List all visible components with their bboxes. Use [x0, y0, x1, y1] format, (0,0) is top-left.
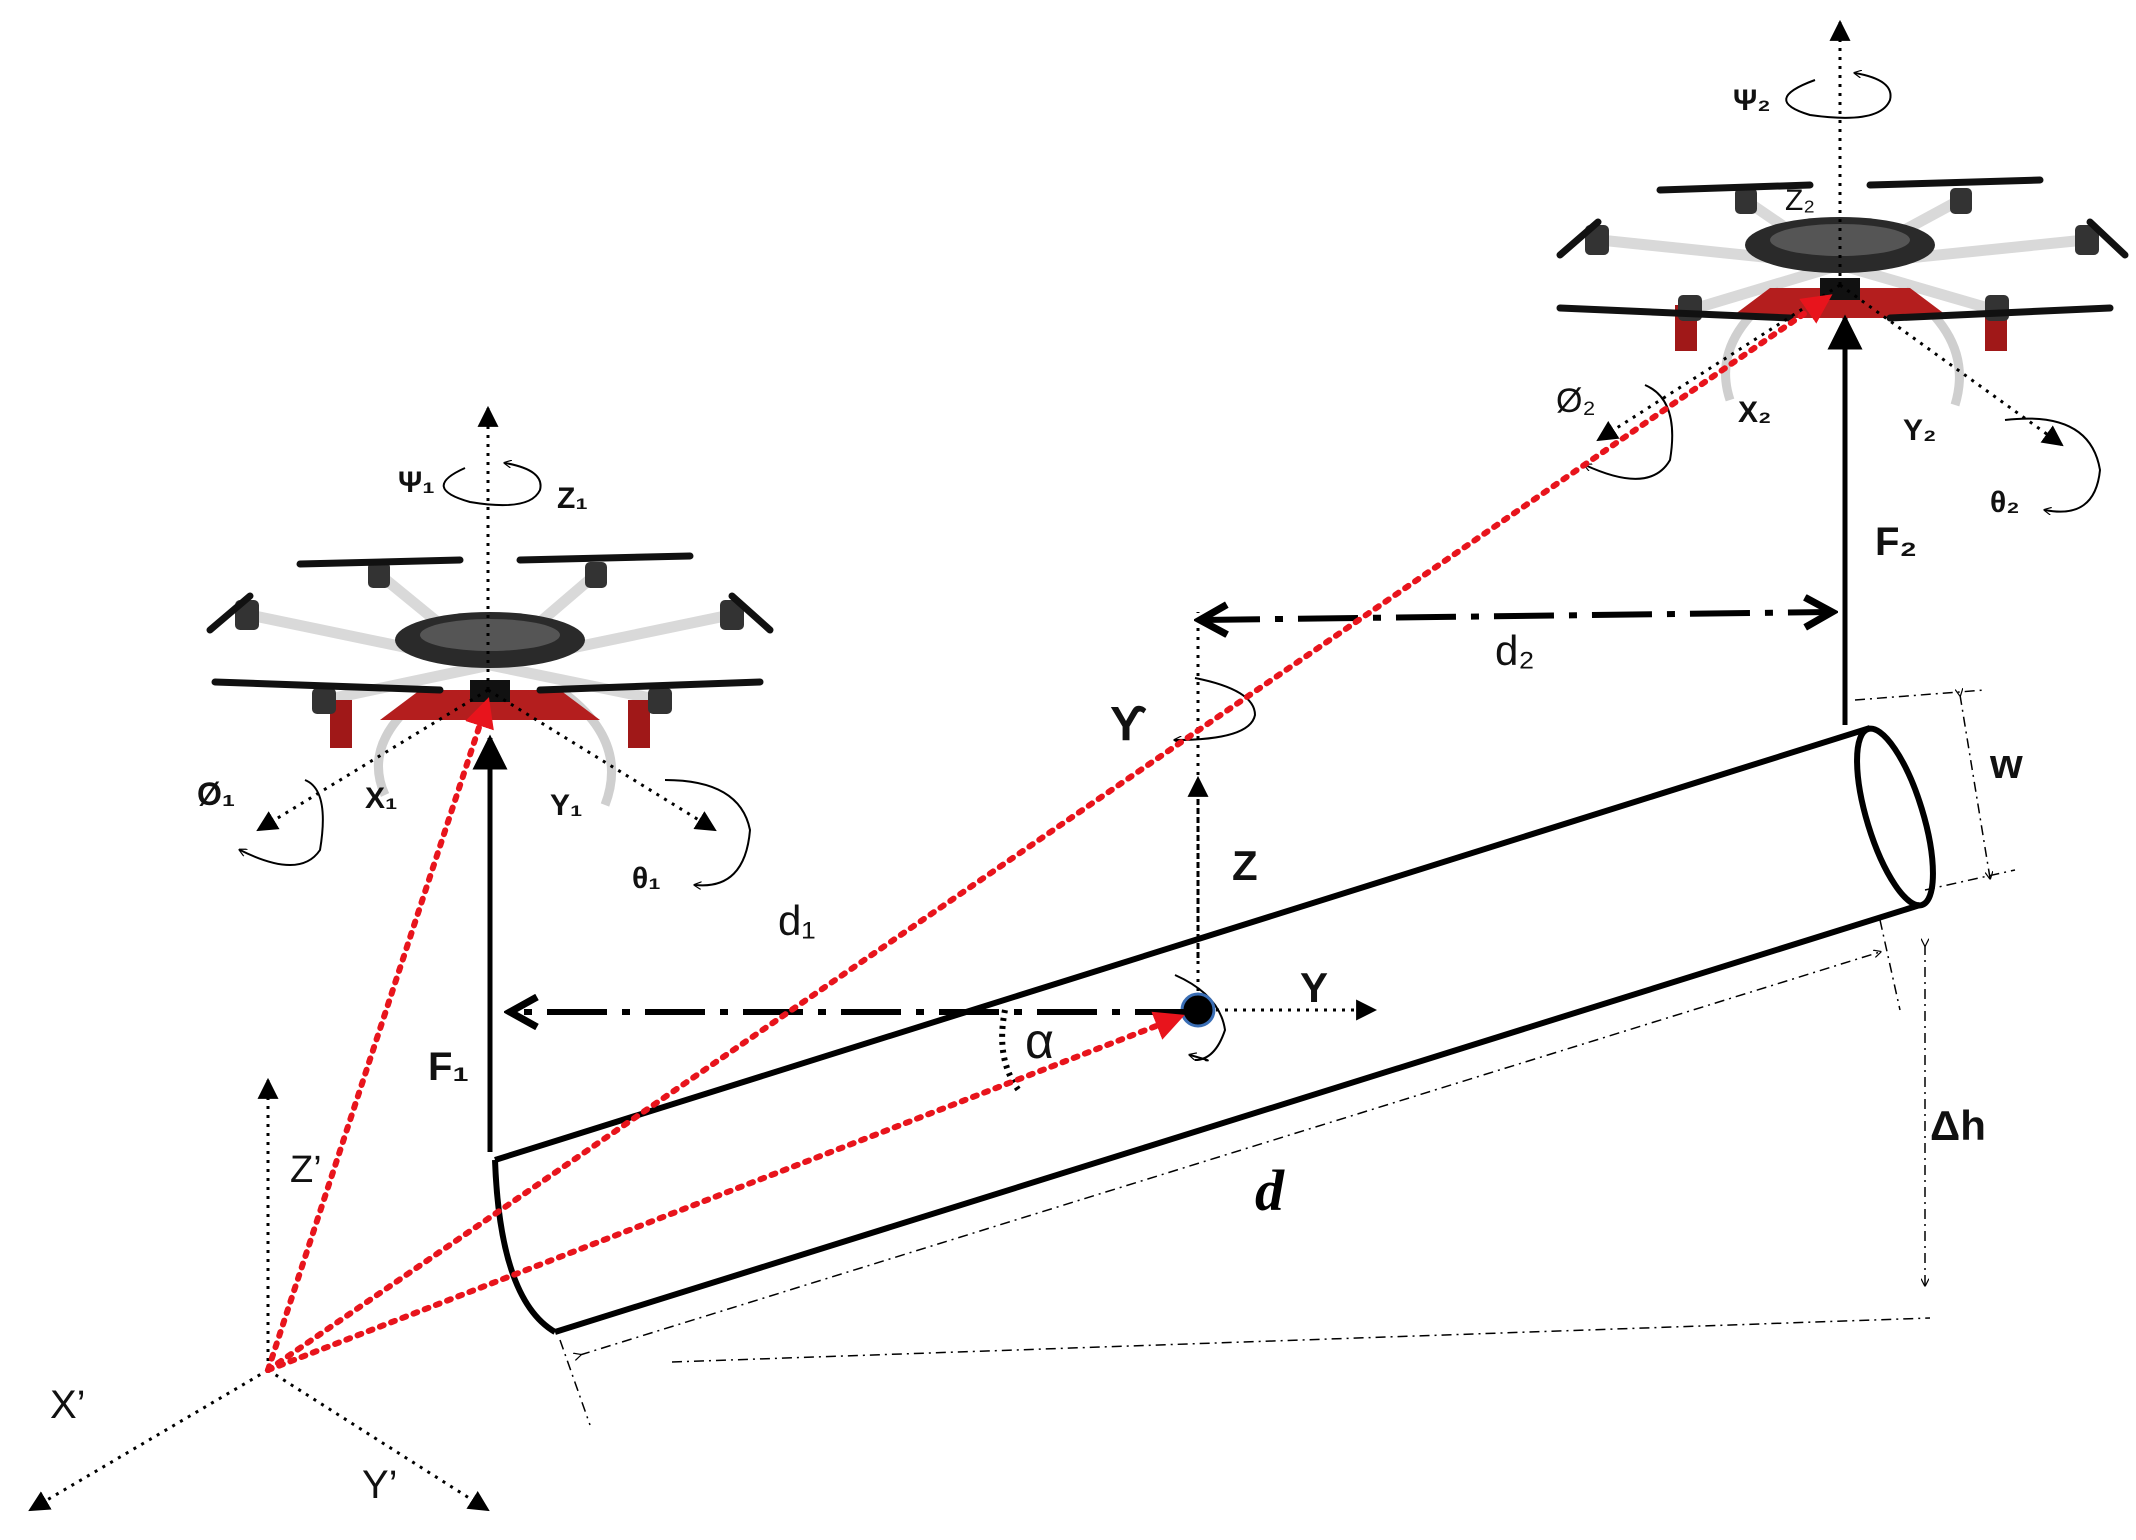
psi2-rotation-arrow: [1785, 73, 1892, 119]
label-phi1: Ø₁: [197, 776, 235, 812]
label-theta2: θ₂: [1990, 486, 2020, 519]
hexacopter-icon: [206, 552, 774, 807]
label-x1: X₁: [365, 782, 397, 815]
drone-1-axes: [240, 405, 752, 1152]
label-y: Y: [1300, 964, 1328, 1011]
label-psi2: Ψ₂: [1733, 84, 1771, 117]
hexacopter-icon: [1556, 176, 2129, 407]
theta1-rotation-arrow: [664, 779, 752, 885]
vector-to-drone-1: [265, 697, 494, 1373]
label-z1: Z₁: [557, 482, 588, 515]
position-vectors: [265, 293, 1833, 1373]
pipe-cylinder: [492, 725, 1936, 1335]
label-gamma: ϒ: [1110, 698, 1147, 751]
vector-to-drone-2: [265, 293, 1833, 1373]
d2-distance-arrow: [1200, 612, 1832, 620]
labels: Ψ₁ Z₁ Ø₁ X₁ Y₁ θ₁ F₁ d₁ Ψ₂ Z₂ Ø₂ X₂ Y₂ θ…: [50, 84, 2023, 1507]
label-f1: F₁: [428, 1045, 469, 1089]
label-x2: X₂: [1738, 396, 1771, 429]
drone-1: [206, 552, 774, 807]
label-x-prime: X’: [50, 1383, 86, 1427]
horizontal-reference-line: [671, 1317, 1931, 1363]
x-prime-axis: [28, 1368, 269, 1512]
label-w: w: [1989, 740, 2023, 787]
label-alpha: α: [1025, 1013, 1054, 1069]
label-y2: Y₂: [1903, 414, 1936, 447]
y2-axis: [1839, 283, 2064, 447]
label-psi1: Ψ₁: [398, 466, 435, 499]
vector-to-center: [265, 1011, 1185, 1373]
label-d2: d₂: [1495, 627, 1535, 674]
psi1-rotation-arrow: [442, 463, 542, 507]
label-f2: F₂: [1875, 520, 1917, 564]
world-frame: [28, 1077, 490, 1512]
label-theta1: θ₁: [632, 862, 661, 895]
theta2-rotation-arrow: [2004, 417, 2102, 512]
drone-2: [1556, 176, 2129, 407]
gamma-rotation-arrow: [1175, 677, 1257, 740]
d-dimension: [580, 952, 1880, 1355]
distance-arrows: [510, 612, 2016, 1426]
phi2-rotation-arrow: [1585, 384, 1674, 480]
label-z: Z: [1232, 842, 1258, 889]
center-axes: [1175, 612, 1378, 1062]
drone-2-axes: [1585, 19, 2102, 725]
y-prime-axis: [267, 1368, 490, 1512]
label-d1: d₁: [778, 897, 816, 944]
alpha-angle-arc: [999, 1009, 1023, 1094]
label-phi2: Ø₂: [1556, 382, 1596, 420]
label-y-prime: Y’: [362, 1463, 398, 1507]
label-d: d: [1255, 1158, 1285, 1223]
label-z2: Z₂: [1785, 184, 1815, 217]
phi1-rotation-arrow: [240, 779, 324, 866]
label-z-prime: Z’: [290, 1149, 322, 1191]
label-delta-h: Δh: [1930, 1102, 1986, 1149]
w-dimension: [1960, 695, 1990, 878]
label-y1: Y₁: [550, 789, 582, 822]
